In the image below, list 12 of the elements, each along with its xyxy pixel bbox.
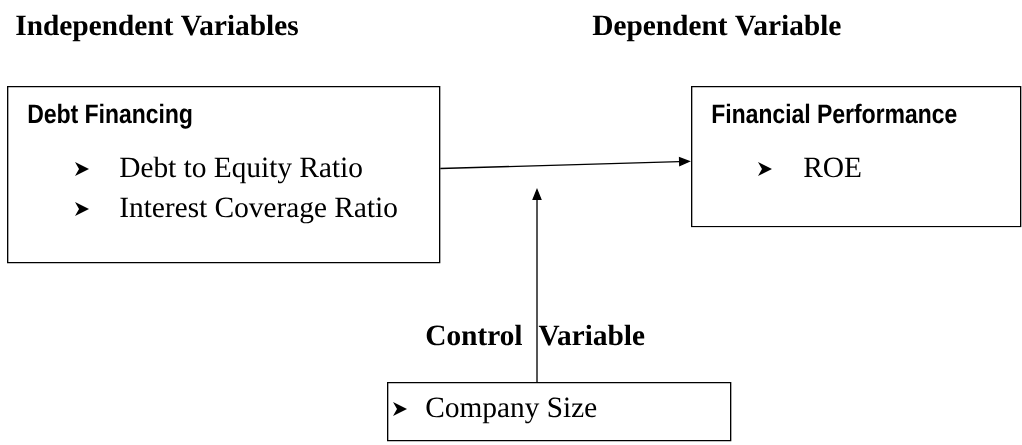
box-heading: Debt Financing (28, 103, 192, 129)
bullet-item: Company Size (393, 397, 597, 424)
bullet-item: ROE (758, 157, 861, 178)
bullet-item: Interest Coverage Ratio (75, 197, 397, 224)
bullet-item: Debt to Equity Ratio (75, 156, 362, 184)
variable-label: Dependent Variable (592, 14, 841, 42)
concept-box (7, 86, 441, 264)
variable-label: Control Variable (426, 324, 645, 346)
box-heading: Financial Performance (712, 103, 957, 124)
concept-box (691, 86, 1022, 228)
variable-label: Independent Variables (16, 14, 298, 42)
concept-box (387, 382, 732, 442)
